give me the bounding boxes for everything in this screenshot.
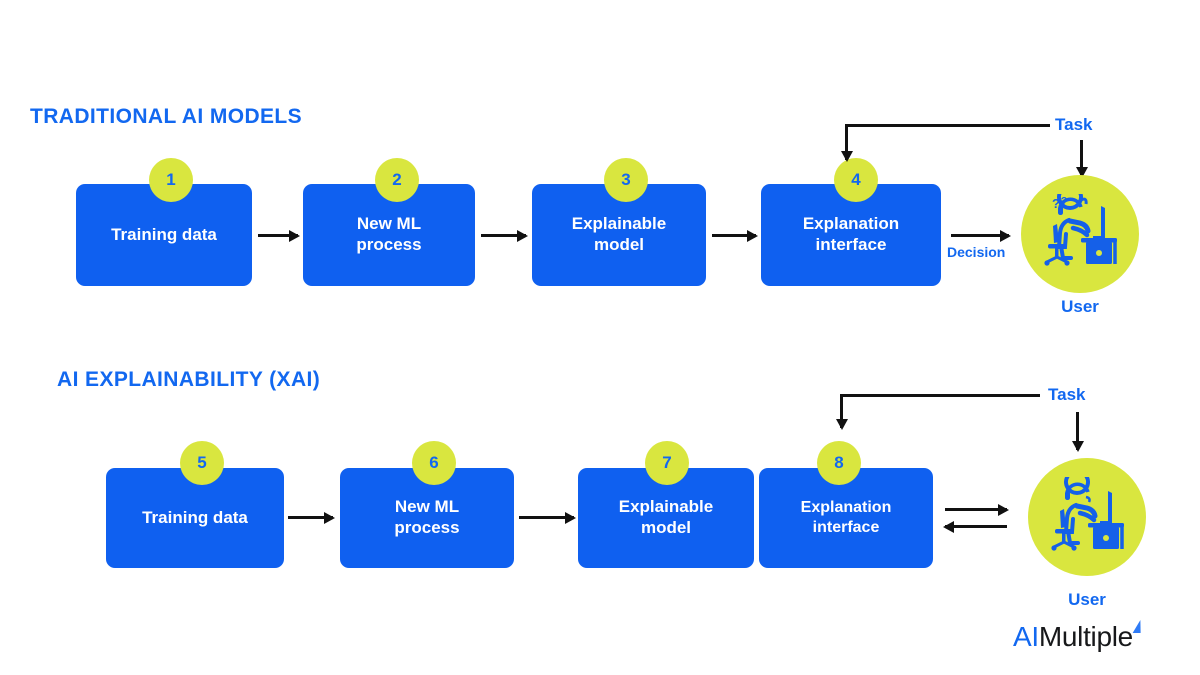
arrow-box1-to-box2: [258, 229, 300, 242]
section-title-traditional: TRADITIONAL AI MODELS: [30, 105, 303, 128]
step-number-4: 4: [851, 170, 861, 189]
arrow-box3-to-box4: [712, 229, 758, 242]
node-label-6: New ML process: [394, 497, 460, 537]
step-number-8: 8: [834, 453, 844, 472]
step-circle-6: 6: [412, 441, 456, 485]
task-arrow-to-user-row2: [1071, 412, 1084, 452]
step-circle-7: 7: [645, 441, 689, 485]
step-circle-1: 1: [149, 158, 193, 202]
logo-text-ai: AI: [1013, 621, 1039, 652]
step-number-1: 1: [166, 170, 176, 189]
logo-text-multiple: Multiple: [1038, 621, 1133, 652]
step-circle-8: 8: [817, 441, 861, 485]
task-label-row1: Task: [1055, 115, 1093, 134]
node-label-3: Explainable model: [571, 214, 667, 254]
arrow-user-to-box8: [943, 520, 1007, 533]
task-elbow-row2: [840, 394, 1040, 397]
step-number-5: 5: [197, 453, 207, 472]
step-circle-2: 2: [375, 158, 419, 202]
task-arrow-to-box8: [835, 394, 848, 430]
decision-label-row1: Decision: [947, 244, 1006, 260]
user-at-desk-icon: [1051, 477, 1124, 551]
task-arrow-to-user-row1: [1075, 140, 1088, 178]
user-at-desk-confused-icon: ? ?: [1044, 194, 1117, 266]
arrow-box6-to-box7: [519, 511, 576, 524]
node-box-5[interactable]: Training data: [106, 468, 284, 568]
logo-accent-icon: [1132, 620, 1144, 633]
aimultiple-logo: AIMultiple: [1013, 620, 1144, 653]
arrow-box2-to-box3: [481, 229, 528, 242]
node-box-6[interactable]: New ML process: [340, 468, 514, 568]
task-label-row2: Task: [1048, 385, 1086, 404]
step-number-2: 2: [392, 170, 402, 189]
node-label-4: Explanation interface: [802, 214, 900, 254]
step-circle-3: 3: [604, 158, 648, 202]
step-number-3: 3: [621, 170, 631, 189]
node-label-2: New ML process: [356, 214, 422, 254]
arrow-box4-to-user: [951, 229, 1011, 242]
section-title-xai: AI EXPLAINABILITY (XAI): [57, 368, 321, 391]
node-label-1: Training data: [111, 224, 217, 244]
user-avatar-row2: [1028, 458, 1146, 576]
arrow-box5-to-box6: [288, 511, 335, 524]
user-label-row1: User: [1061, 297, 1099, 316]
node-box-2[interactable]: New ML process: [303, 184, 475, 286]
step-number-7: 7: [662, 453, 672, 472]
step-circle-5: 5: [180, 441, 224, 485]
node-label-7: Explainable model: [618, 497, 714, 537]
task-arrow-to-box4: [840, 124, 853, 162]
step-number-6: 6: [429, 453, 439, 472]
node-box-8[interactable]: Explanation interface: [759, 468, 933, 568]
svg-text:?: ?: [1052, 196, 1060, 211]
node-label-5: Training data: [142, 507, 248, 527]
user-label-row2: User: [1068, 590, 1106, 609]
arrow-box8-to-user: [945, 503, 1009, 516]
node-label-8: Explanation interface: [800, 499, 892, 536]
user-avatar-row1: ? ?: [1021, 175, 1139, 293]
step-circle-4: 4: [834, 158, 878, 202]
task-elbow-row1: [845, 124, 1050, 127]
